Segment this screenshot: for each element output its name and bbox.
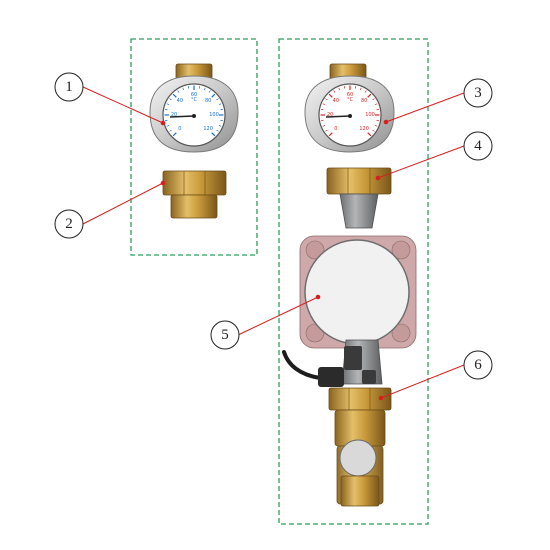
left-dial-tick — [166, 103, 170, 105]
left-dial-tick — [211, 132, 216, 137]
right-hex-fitting — [326, 167, 392, 195]
left-dial-tick — [169, 98, 172, 101]
callout-5: 5 — [210, 320, 240, 350]
right-dial-tick — [328, 132, 333, 137]
callout-leaders — [82, 86, 465, 399]
callout-6: 6 — [463, 350, 493, 380]
right-gauge-needle — [325, 115, 351, 118]
left-dial-tick — [216, 98, 219, 101]
right-thermometer-assembly: 0 20 40 60 80 100 120 °C — [282, 63, 417, 507]
left-dial-tick — [172, 132, 177, 137]
right-dial-tick — [374, 103, 378, 105]
right-dial-tick — [367, 93, 372, 98]
right-dial-label: 120 — [359, 126, 369, 132]
left-thermometer-assembly: 0 20 40 60 80 100 120 °C — [149, 63, 239, 219]
svg-text:2: 2 — [65, 216, 73, 232]
right-dial-label: 100 — [365, 112, 375, 118]
right-dial-tick — [374, 125, 378, 127]
right-dial-tick — [360, 87, 362, 91]
left-dial-label: 120 — [203, 126, 213, 132]
left-threaded-tail — [170, 194, 218, 219]
left-dial-tick — [177, 90, 180, 93]
left-dial-tick — [169, 129, 172, 132]
right-dial-tick — [328, 93, 333, 98]
left-hex-fitting — [162, 170, 227, 196]
right-dial-label: 20 — [327, 112, 333, 118]
right-dial-tick — [333, 90, 336, 93]
left-dial-tick — [211, 93, 216, 98]
right-dial-label: 80 — [361, 98, 367, 104]
left-dial-tick — [218, 125, 222, 127]
svg-text:6: 6 — [474, 357, 482, 373]
left-dial-label: 40 — [177, 98, 183, 104]
svg-text:5: 5 — [221, 327, 229, 343]
left-dial-label: 60 — [191, 92, 197, 98]
svg-text:1: 1 — [65, 79, 73, 95]
right-dial-label: 0 — [334, 126, 337, 132]
left-dial-tick — [208, 90, 211, 93]
pump-cable-connector — [318, 367, 344, 387]
left-dial-tick — [216, 129, 219, 132]
right-dial-tick — [364, 90, 367, 93]
left-dial-tick — [166, 125, 170, 127]
right-dial-label: 60 — [347, 92, 353, 98]
left-dial-label: 100 — [209, 112, 219, 118]
callout-3: 3 — [463, 78, 493, 108]
left-dial-tick — [218, 103, 222, 105]
right-dial-tick — [325, 98, 328, 101]
circulation-pump — [299, 235, 417, 349]
left-dial-label: 0 — [178, 126, 181, 132]
right-dial-tick — [322, 103, 326, 105]
svg-text:4: 4 — [474, 138, 482, 154]
left-dial-tick — [182, 87, 184, 91]
pump-inlet-neck — [339, 193, 379, 229]
left-assembly-frame — [130, 38, 258, 256]
callout-4: 4 — [463, 131, 493, 161]
svg-text:3: 3 — [474, 85, 482, 101]
right-dial-label: 40 — [333, 98, 339, 104]
left-gauge-unit: °C — [191, 97, 198, 103]
right-dial-tick — [372, 129, 375, 132]
right-dial-tick — [338, 87, 340, 91]
left-dial-label: 80 — [205, 98, 211, 104]
right-gauge-unit: °C — [347, 97, 354, 103]
right-dial-tick — [372, 98, 375, 101]
callout-2: 2 — [54, 209, 84, 239]
callout-1: 1 — [54, 72, 84, 102]
pump-face — [304, 239, 410, 345]
right-dial-tick — [325, 129, 328, 132]
right-dial-tick — [367, 132, 372, 137]
left-dial-label: 20 — [171, 112, 177, 118]
left-gauge-needle — [169, 115, 195, 118]
right-dial-tick — [322, 125, 326, 127]
pump-power-cable — [282, 350, 322, 380]
right-assembly-frame — [278, 38, 429, 525]
left-dial-tick — [172, 93, 177, 98]
left-dial-tick — [204, 87, 206, 91]
